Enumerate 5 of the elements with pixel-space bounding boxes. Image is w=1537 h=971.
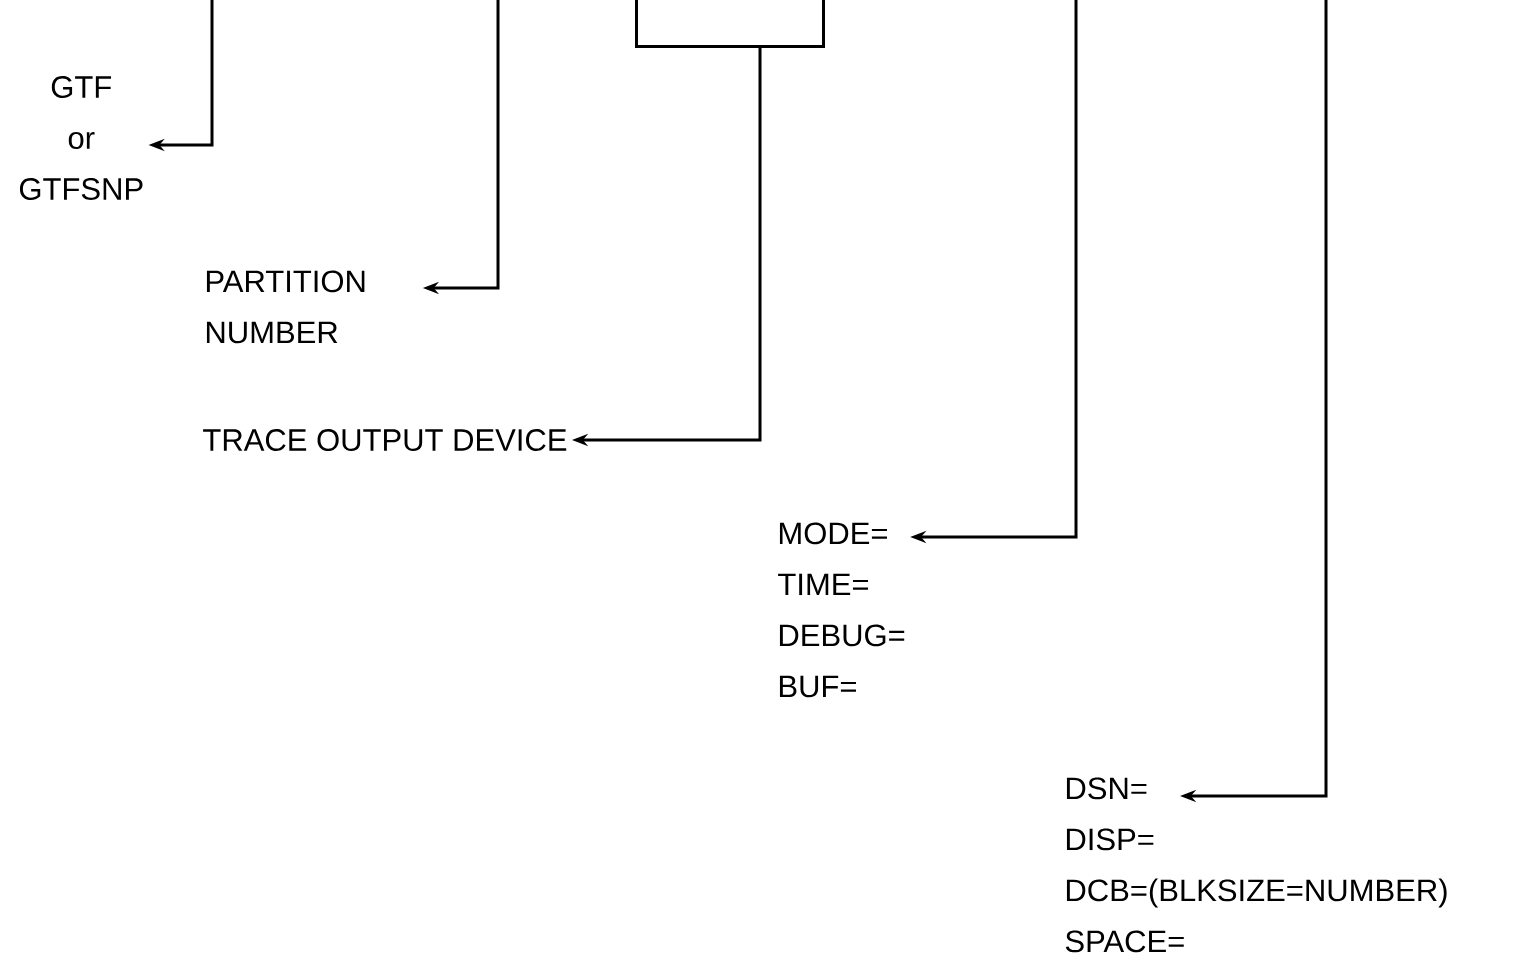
option-label: GTF or GTFSNP bbox=[19, 76, 143, 200]
parameter-list: MODE= TIME= DEBUG= BUF= bbox=[778, 522, 905, 698]
text-label: TRACE OUTPUT DEVICE bbox=[203, 429, 567, 451]
parameter-list: DSN= DISP= DCB=(BLKSIZE=NUMBER) SPACE= bbox=[1065, 777, 1447, 953]
text-label: PARTITION NUMBER bbox=[206, 270, 365, 344]
